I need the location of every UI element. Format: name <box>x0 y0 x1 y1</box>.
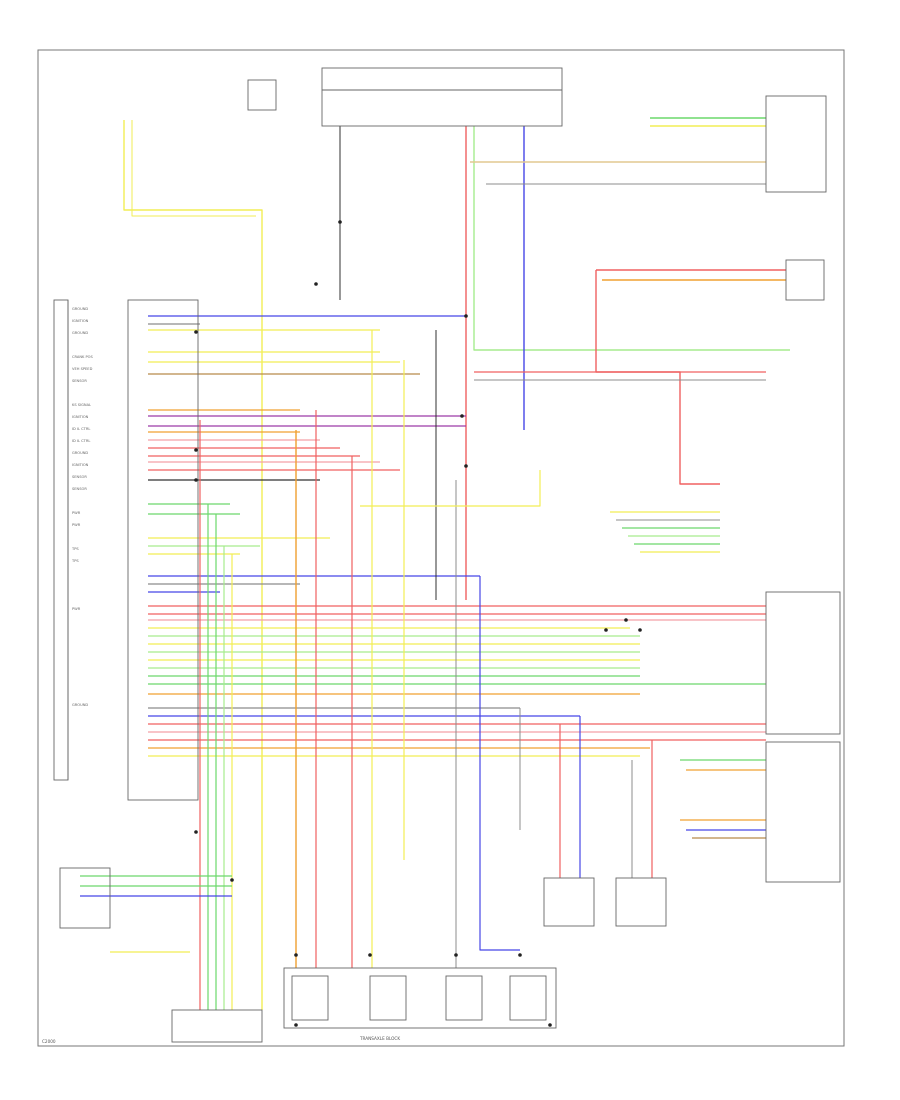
splice-dot <box>338 220 342 224</box>
splice-dot <box>368 953 372 957</box>
top-right-switch <box>765 95 827 193</box>
solenoid-box <box>369 975 407 1021</box>
corner-code: C2000 <box>42 1039 56 1044</box>
solenoid-box <box>445 975 483 1021</box>
ignition-switch <box>247 79 277 111</box>
ecm-pin-label: ID IL CTRL <box>72 427 90 431</box>
ecm-pin-label: PWR <box>72 523 81 527</box>
splice-dot <box>464 464 468 468</box>
ecm-pin-label: IGNITION <box>72 463 89 467</box>
wire-red <box>595 270 720 485</box>
ecm-pin-label: SENSOR <box>72 475 87 479</box>
solenoid-box <box>509 975 547 1021</box>
splice-dot <box>624 618 628 622</box>
splice-dot <box>194 478 198 482</box>
splice-dot <box>194 448 198 452</box>
splice-dot <box>314 282 318 286</box>
ecm-pin-label: TPS <box>71 547 79 551</box>
splice-dot <box>194 330 198 334</box>
label-group: GROUND IGNITION GROUND CRANK POS VEH SPEED SE… <box>71 307 94 707</box>
ecm-pin-label: TPS <box>71 559 79 563</box>
throttle-sensor <box>59 867 111 929</box>
splice-dot <box>638 628 642 632</box>
splice-dot <box>294 1023 298 1027</box>
wire-yellow <box>131 120 256 217</box>
range-switch <box>765 591 841 735</box>
fuse-box <box>321 67 563 127</box>
pressure-switch-box <box>765 741 841 883</box>
ecm-pin-label: GROUND <box>72 307 88 311</box>
ecm-pin-label: VEH SPEED <box>72 367 93 371</box>
cruise-sensor <box>785 259 825 301</box>
ecm-pin-label: GROUND <box>72 451 88 455</box>
ecm-connector-outline <box>53 299 69 781</box>
component-group <box>53 67 841 1043</box>
solenoid-box <box>291 975 329 1021</box>
ecm-pin-label: SENSOR <box>72 379 87 383</box>
wire-blue <box>479 576 520 951</box>
splice-dot <box>194 830 198 834</box>
ecm-pin-label: GROUND <box>72 331 88 335</box>
ecm-pin-label: GROUND <box>72 703 88 707</box>
splice-dot <box>230 878 234 882</box>
wire-light_green <box>473 126 790 351</box>
ecm-pin-label: PWR <box>72 607 81 611</box>
wire-yellow <box>123 120 263 1010</box>
ecm-pin-label: SENSOR <box>72 487 87 491</box>
splice-dot <box>518 953 522 957</box>
ecm-pin-label: IGNITION <box>72 319 89 323</box>
transaxle-block <box>283 967 557 1029</box>
splice-dot <box>548 1023 552 1027</box>
splice-dot <box>604 628 608 632</box>
ecm-pin-label: IGNITION <box>72 415 89 419</box>
ecm-terminal-block <box>127 299 199 801</box>
wire-group <box>80 117 790 1010</box>
footer-label: TRANSAXLE BLOCK <box>359 1036 400 1041</box>
bottom-connector <box>171 1009 263 1043</box>
wire-yellow <box>360 470 541 507</box>
ecm-pin-label: CRANK POS <box>72 355 94 359</box>
diagram-frame <box>37 49 845 1047</box>
splice-dot <box>454 953 458 957</box>
ecm-pin-label: PWR <box>72 511 81 515</box>
sensor-box-right <box>615 877 667 927</box>
splice-dot <box>464 314 468 318</box>
ecm-pin-label: KS SIGNAL <box>72 403 91 407</box>
splice-dot <box>294 953 298 957</box>
sensor-box-left <box>543 877 595 927</box>
ecm-pin-label: ID IL CTRL <box>72 439 90 443</box>
splice-dot <box>460 414 464 418</box>
